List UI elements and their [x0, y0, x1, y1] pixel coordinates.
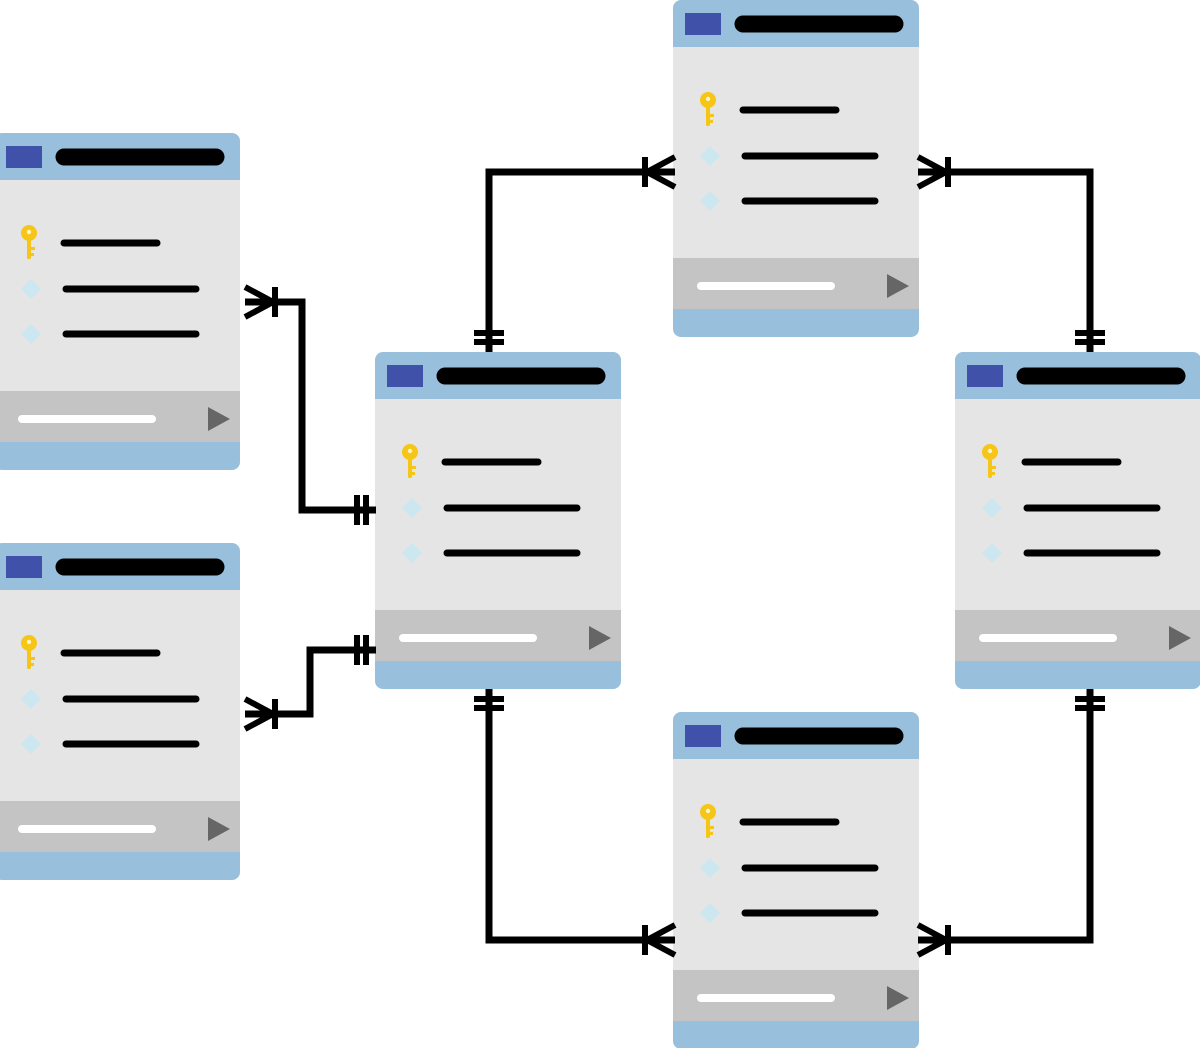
play-icon — [1169, 626, 1191, 650]
table-header-icon — [387, 365, 423, 387]
center-table — [375, 352, 621, 689]
play-icon — [208, 407, 230, 431]
key-icon — [21, 635, 37, 669]
relationship-line — [245, 298, 376, 514]
diamond-icon — [700, 191, 720, 211]
top-table — [673, 0, 919, 337]
left-bottom-table — [0, 543, 240, 880]
diamond-icon — [21, 734, 41, 754]
relationship-line — [485, 168, 675, 352]
key-icon — [700, 92, 716, 126]
table-header-icon — [685, 13, 721, 35]
bottom-table — [673, 712, 919, 1048]
key-icon — [402, 444, 418, 478]
relationship-line — [485, 689, 675, 944]
diamond-icon — [21, 324, 41, 344]
key-icon — [982, 444, 998, 478]
table-header-icon — [6, 146, 42, 168]
key-icon — [700, 804, 716, 838]
diamond-icon — [402, 543, 422, 563]
play-icon — [589, 626, 611, 650]
table-header-icon — [685, 725, 721, 747]
play-icon — [208, 817, 230, 841]
diamond-icon — [700, 146, 720, 166]
play-icon — [887, 274, 909, 298]
play-icon — [887, 986, 909, 1010]
diamond-icon — [402, 498, 422, 518]
diamond-icon — [21, 279, 41, 299]
left-top-table — [0, 133, 240, 470]
right-table — [955, 352, 1200, 689]
diamond-icon — [982, 498, 1002, 518]
diamond-icon — [700, 903, 720, 923]
diamond-icon — [700, 858, 720, 878]
relationship-line — [918, 168, 1094, 352]
table-header-icon — [967, 365, 1003, 387]
relationship-line — [918, 689, 1094, 944]
diamond-icon — [21, 689, 41, 709]
diamond-icon — [982, 543, 1002, 563]
table-header-icon — [6, 556, 42, 578]
key-icon — [21, 225, 37, 259]
